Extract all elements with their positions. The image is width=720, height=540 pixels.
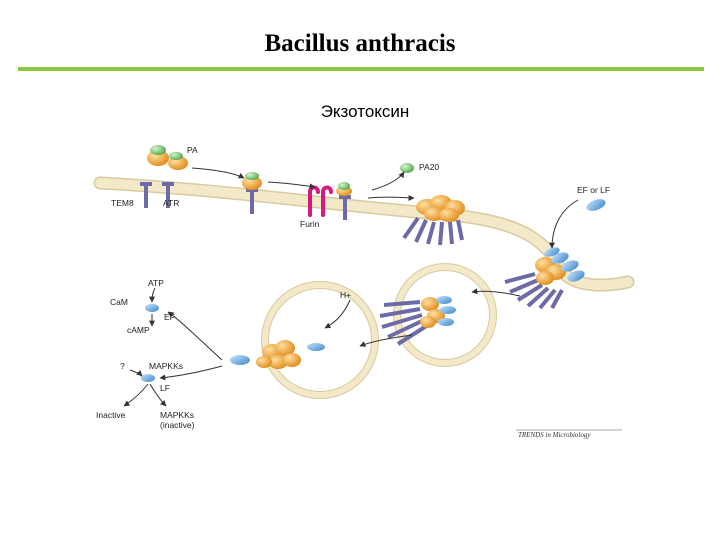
label-furin: Furin <box>300 219 320 229</box>
label-tem8: TEM8 <box>111 198 134 208</box>
pa63-bound-receptor <box>339 195 351 220</box>
heptamer-with-ef-lf <box>504 247 585 310</box>
early-endosome <box>393 263 497 367</box>
label-inactive: Inactive <box>96 410 126 420</box>
label-question: ? <box>120 361 125 371</box>
pa-heptamer-prepore <box>402 195 465 246</box>
ef-lf-free <box>586 199 606 211</box>
label-pa: PA <box>187 145 198 155</box>
pathway-arrows <box>123 167 579 407</box>
pa63-protein <box>336 182 352 196</box>
lf-cytosolic <box>141 374 155 382</box>
tem8-receptor <box>140 182 152 208</box>
pa-protein-bound <box>242 172 262 190</box>
ef-cytosolic <box>145 304 159 312</box>
pa-protein-free <box>147 145 188 170</box>
label-cam: CaM <box>110 297 128 307</box>
label-lf: LF <box>160 383 170 393</box>
label-mapkks-inactive: MAPKKs <box>160 410 194 420</box>
slide-title: Bacillus anthracis <box>264 30 456 57</box>
slide-subtitle: Экзотоксин <box>320 102 410 121</box>
label-mapkks: MAPKKs <box>149 361 183 371</box>
label-ef-or-lf: EF or LF <box>577 185 610 195</box>
atr-receptor <box>162 182 174 208</box>
heptamer-in-endosome <box>379 296 456 346</box>
label-ef: EF <box>164 312 175 322</box>
label-h-plus: H+ <box>340 290 351 300</box>
label-atr: ATR <box>163 198 179 208</box>
label-atp: ATP <box>148 278 164 288</box>
figure-credit: TRENDS in Microbiology <box>518 431 591 439</box>
label-camp: cAMP <box>127 325 150 335</box>
title-underline <box>18 67 704 71</box>
translocation-pore <box>230 340 325 369</box>
label-inactive-paren: (inactive) <box>160 420 195 430</box>
late-endosome <box>261 281 379 399</box>
label-pa20: PA20 <box>419 162 439 172</box>
pa20-fragment <box>400 163 414 173</box>
